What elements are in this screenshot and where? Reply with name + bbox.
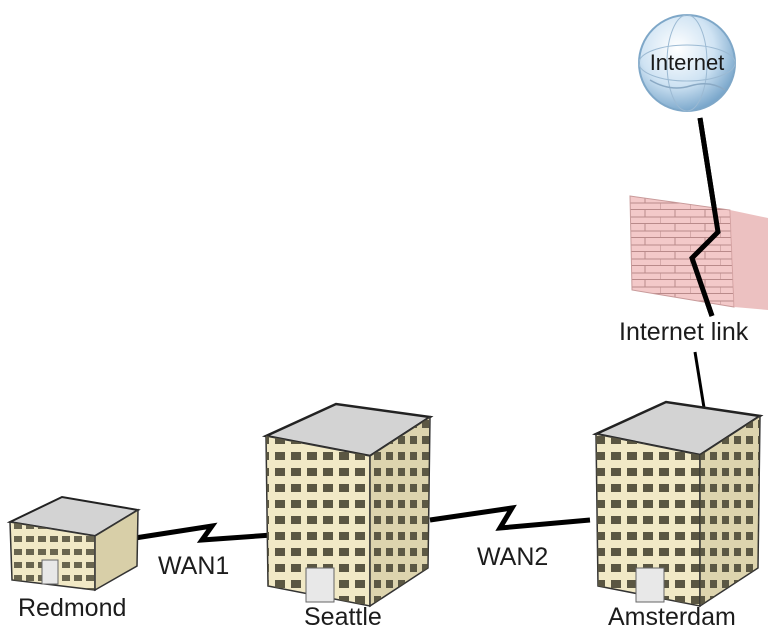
amsterdam-building-icon <box>591 400 764 608</box>
seattle-building-icon <box>261 402 434 608</box>
redmond-building-icon <box>6 495 141 592</box>
redmond-label: Redmond <box>18 594 127 622</box>
wan2-label: WAN2 <box>477 543 549 571</box>
firewall-icon <box>629 195 768 310</box>
amsterdam-label: Amsterdam <box>608 603 736 631</box>
wan2-link <box>429 504 591 531</box>
internet-globe-icon <box>638 14 736 112</box>
wan1-link <box>134 522 273 543</box>
firewall-link-segment <box>689 117 721 317</box>
wan1-label: WAN1 <box>158 552 230 580</box>
internet-link-label: Internet link <box>619 318 749 346</box>
seattle-label: Seattle <box>304 603 382 631</box>
internet-label: Internet <box>649 50 725 75</box>
